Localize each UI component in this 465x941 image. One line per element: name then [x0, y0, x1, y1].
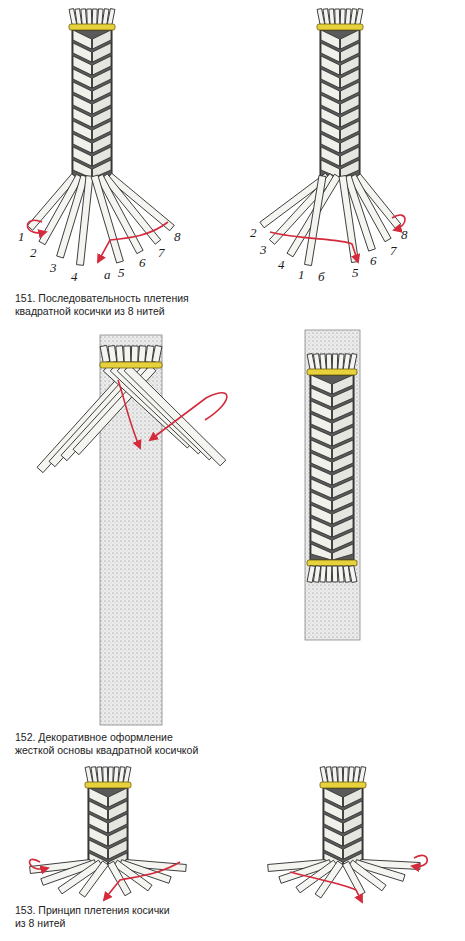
figure-caption: 153. Принцип плетения косички из 8 нитей	[15, 904, 175, 930]
strand-number: 4	[71, 270, 78, 283]
thread-strip	[326, 566, 332, 582]
strand-number: 2	[30, 246, 37, 259]
yellow-binding	[100, 362, 162, 368]
thread-strip	[332, 354, 338, 370]
braid-strand	[311, 544, 332, 560]
thread-strip	[108, 767, 113, 783]
strand-number: 8	[401, 228, 408, 241]
yellow-binding	[320, 782, 366, 788]
thread-strip	[332, 566, 338, 582]
strand-number: 7	[390, 244, 397, 257]
red-arrow	[150, 393, 227, 440]
red-arrow	[27, 220, 46, 233]
thread-strip	[91, 175, 123, 263]
thread-strip	[138, 346, 146, 363]
thread-strip	[107, 9, 115, 26]
strand-number: 7	[158, 246, 165, 259]
figure-caption: 151. Последовательность плетения квадрат…	[15, 292, 220, 318]
thread-strip	[152, 345, 162, 362]
thread-strip	[320, 566, 326, 582]
strand-number: 2	[250, 226, 257, 239]
strand-number: 3	[260, 243, 267, 256]
thread-strip	[305, 175, 326, 265]
braid-body	[88, 788, 128, 865]
thread-strip	[79, 861, 108, 897]
thread-strip	[131, 346, 138, 362]
thread-strip	[123, 767, 131, 784]
yellow-binding	[317, 24, 363, 30]
thread-strip	[108, 346, 117, 363]
strand-number: 6	[139, 256, 146, 269]
braid-body	[310, 375, 354, 560]
thread-strip	[335, 9, 340, 25]
thread-strip	[343, 767, 348, 783]
thread-strip	[355, 9, 363, 26]
thread-strip	[338, 767, 343, 783]
figure-letter: б	[318, 270, 325, 283]
strand-number: 5	[352, 266, 359, 279]
red-arrow	[118, 380, 140, 448]
yellow-binding	[85, 782, 131, 788]
thread-strip	[349, 354, 357, 371]
red-arrow	[98, 222, 168, 262]
thread-strip	[81, 9, 87, 25]
red-arrow	[290, 872, 362, 902]
strand-number: 6	[370, 254, 377, 267]
strand-number: 4	[278, 258, 285, 271]
thread-strip	[349, 566, 357, 583]
thread-strip	[339, 175, 358, 262]
yellow-binding	[307, 369, 357, 375]
thread-strip	[358, 767, 366, 784]
rigid-rod	[305, 330, 360, 640]
figure-caption: 152. Декоративное оформление жесткой осн…	[15, 731, 210, 757]
yellow-binding	[69, 24, 115, 30]
thread-strip	[329, 9, 335, 25]
thread-strip	[340, 9, 345, 25]
thread-strip	[320, 354, 326, 370]
figure-letter: а	[104, 268, 111, 281]
thread-strip	[92, 9, 97, 25]
red-arrow	[30, 859, 48, 869]
strand-number: 5	[118, 266, 125, 279]
thread-strip	[116, 346, 124, 363]
thread-strip	[87, 9, 92, 25]
thread-strip	[103, 767, 108, 783]
red-arrow	[412, 855, 427, 866]
thread-strip	[124, 346, 131, 362]
thread-strip	[332, 767, 338, 783]
strand-number: 3	[50, 261, 57, 274]
thread-strip	[77, 176, 93, 266]
thread-strip	[97, 767, 103, 783]
thread-strip	[342, 861, 365, 895]
braid-strand	[333, 544, 354, 560]
yellow-binding	[307, 560, 357, 566]
thread-strip	[326, 354, 332, 370]
strand-number: 1	[298, 268, 305, 281]
braid-body	[320, 30, 360, 178]
strand-number: 8	[174, 230, 181, 243]
rod-stipple	[305, 330, 360, 640]
red-arrow	[104, 862, 180, 900]
strand-number: 1	[18, 230, 25, 243]
braid-body	[323, 788, 363, 865]
braid-body	[72, 30, 112, 178]
